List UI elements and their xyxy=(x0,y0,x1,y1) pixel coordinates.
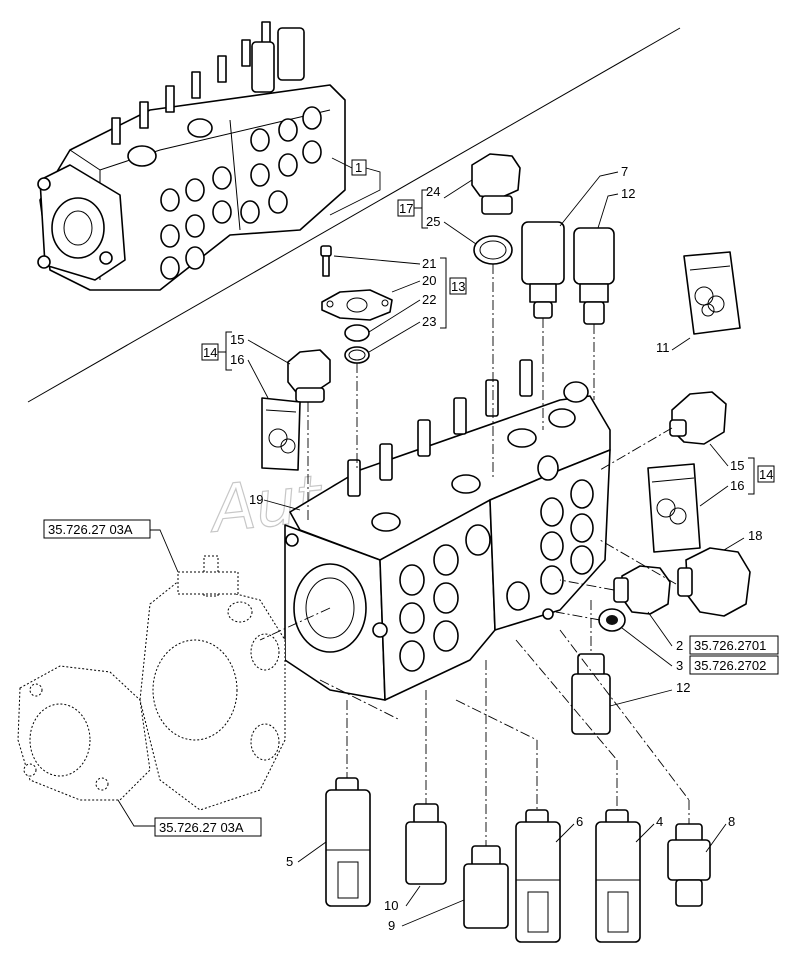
plug-15-left[interactable] xyxy=(287,349,331,403)
cartridge-9[interactable] xyxy=(463,845,509,929)
ref-top-box[interactable] xyxy=(43,519,151,539)
ref-bottom[interactable]: 35.726.27 03A xyxy=(159,820,244,835)
callout-12-right: 12 xyxy=(676,680,690,695)
callout-3: 3 xyxy=(676,658,683,673)
callout-4: 4 xyxy=(656,814,663,829)
callout-21: 21 xyxy=(422,256,436,271)
spool-cartridge-5[interactable] xyxy=(325,777,371,907)
callout-2: 2 xyxy=(676,638,683,653)
plug-2[interactable] xyxy=(613,565,671,615)
plug-3[interactable] xyxy=(598,608,626,632)
plug-18[interactable] xyxy=(677,547,751,617)
flange-22[interactable] xyxy=(321,289,393,321)
callout-13-box xyxy=(449,277,467,295)
relief-cartridge-8[interactable] xyxy=(667,823,711,907)
callout-13: 13 xyxy=(451,279,465,294)
callout-12-top: 12 xyxy=(621,186,635,201)
callout-8: 8 xyxy=(728,814,735,829)
callout-25: 25 xyxy=(426,214,440,229)
spool-section-assembly[interactable] xyxy=(139,555,286,811)
cartridge-7[interactable] xyxy=(521,221,565,319)
callout-19: 19 xyxy=(249,492,263,507)
ref-3-box[interactable] xyxy=(689,655,779,675)
ref-bottom-box[interactable] xyxy=(154,817,262,837)
assembled-control-valve[interactable] xyxy=(37,21,346,291)
seal-kit-bag-16-left[interactable] xyxy=(261,397,301,471)
ref-3[interactable]: 35.726.2702 xyxy=(694,658,766,673)
bolt-21[interactable] xyxy=(320,245,332,277)
callout-15-left: 15 xyxy=(230,332,244,347)
callout-6: 6 xyxy=(576,814,583,829)
seal-kit-bag-16-right[interactable] xyxy=(647,463,701,553)
callout-1: 1 xyxy=(355,160,362,175)
callout-14-left: 14 xyxy=(203,345,217,360)
callout-10: 10 xyxy=(384,898,398,913)
callout-20: 20 xyxy=(422,273,436,288)
o-ring-22[interactable] xyxy=(344,324,370,342)
end-cap-assembly[interactable] xyxy=(17,665,151,801)
spool-cartridge-4[interactable] xyxy=(595,809,641,943)
seal-kit-bag-11[interactable] xyxy=(683,251,741,335)
assembly-center-lines xyxy=(259,264,690,846)
callout-11: 11 xyxy=(656,340,670,355)
callout-16-left: 16 xyxy=(230,352,244,367)
callout-14-box-right xyxy=(757,465,775,483)
callout-9: 9 xyxy=(388,918,395,933)
ref-top[interactable]: 35.726.27 03A xyxy=(48,522,133,537)
spool-cartridge-6[interactable] xyxy=(515,809,561,943)
plug-15-right[interactable] xyxy=(669,391,727,445)
callout-24: 24 xyxy=(426,184,440,199)
plug-24[interactable] xyxy=(471,153,521,215)
callout-17: 17 xyxy=(399,201,413,216)
callout-22: 22 xyxy=(422,292,436,307)
valve-body[interactable] xyxy=(284,359,611,701)
ref-2[interactable]: 35.726.2701 xyxy=(694,638,766,653)
cartridge-12-top[interactable] xyxy=(573,227,615,325)
callout-15-right: 15 xyxy=(730,458,744,473)
callout-7: 7 xyxy=(621,164,628,179)
callout-16-right: 16 xyxy=(730,478,744,493)
ref-2-box[interactable] xyxy=(689,635,779,655)
callout-14-right: 14 xyxy=(759,467,773,482)
callout-18: 18 xyxy=(748,528,762,543)
cartridge-12-right[interactable] xyxy=(571,653,611,735)
section-divider-line xyxy=(27,27,681,403)
callout-5: 5 xyxy=(286,854,293,869)
callout-23: 23 xyxy=(422,314,436,329)
cartridge-10[interactable] xyxy=(405,803,447,885)
